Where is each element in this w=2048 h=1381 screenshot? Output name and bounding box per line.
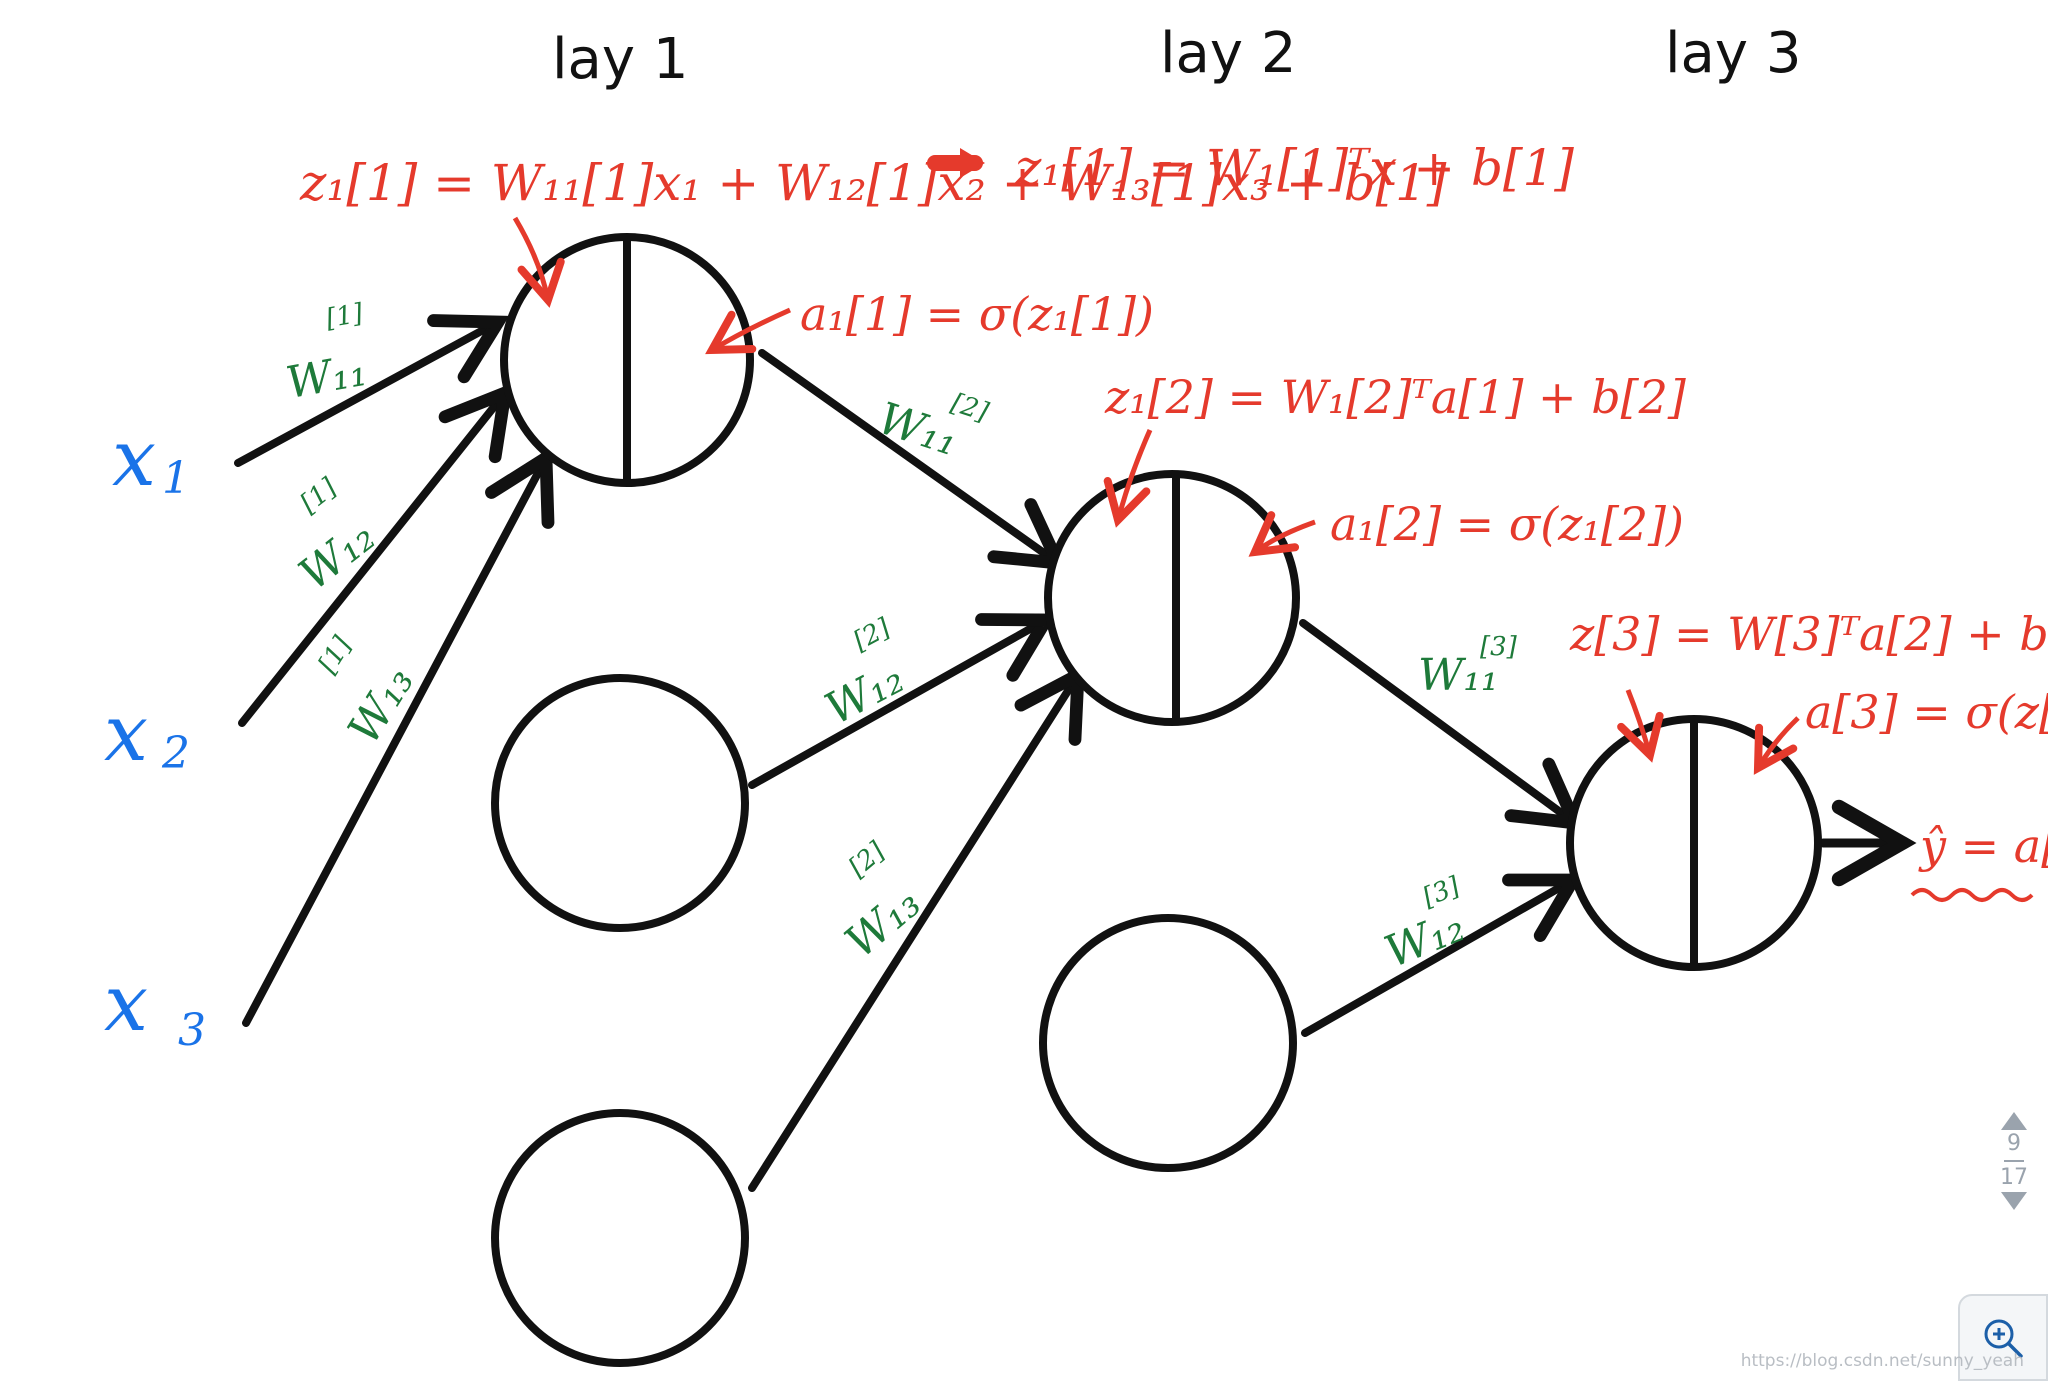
input-x1-subscript: 1	[162, 453, 190, 504]
equation-z-layer3: z[3] = W[3]ᵀa[2] + b[3]	[1569, 607, 2048, 661]
equation-a1-layer1: a₁[1] = σ(z₁[1])	[800, 287, 1154, 341]
edge-x3-n11	[242, 446, 555, 1027]
triangle-down-icon[interactable]	[2001, 1192, 2027, 1210]
weight-w12-l2-sup: [2]	[849, 613, 896, 657]
pointer-z-layer3	[1617, 689, 1664, 763]
input-x3-subscript: 3	[178, 1005, 206, 1056]
input-x2-subscript: 2	[161, 728, 190, 779]
edge-n22-n31	[1301, 873, 1585, 1037]
weight-w12-l1: W₁₂ [1]	[290, 472, 385, 601]
neuron-l2-n2	[1039, 914, 1297, 1172]
equation-z1-layer1-expanded: z₁[1] = W₁₁[1]x₁ + W₁₂[1]x₂ + W₁₃[1]x₃ +…	[299, 154, 1447, 212]
page-indicator: 9 17	[1990, 1112, 2038, 1210]
weight-w13-l2: W₁₃ [2]	[836, 836, 930, 968]
equation-z1-layer1-vector: z₁[1] = W₁[1]ᵀx + b[1]	[1014, 139, 1574, 197]
edge-n12-n21	[748, 613, 1058, 789]
layer-1-title: lay 1	[552, 27, 688, 92]
neuron-l1-n3	[491, 1109, 749, 1367]
zoom-button[interactable]	[1958, 1294, 2048, 1381]
input-x1-symbol: x	[112, 414, 156, 504]
input-x3: x 3	[104, 959, 206, 1056]
weight-w12-l3-text: W₁₂	[1378, 901, 1472, 978]
weight-w11-l3: W₁₁ [3]	[1418, 632, 1518, 701]
pointer-a-layer3	[1753, 716, 1800, 775]
current-page-number: 9	[2007, 1131, 2021, 1156]
zoom-in-icon	[1984, 1319, 2023, 1358]
total-page-number: 17	[2000, 1165, 2028, 1190]
weight-w13-l2-text: W₁₃	[836, 877, 930, 968]
weight-w12-l1-sup: [1]	[295, 472, 343, 519]
layer-3-title: lay 3	[1665, 21, 1801, 86]
weight-w11-l1: W₁₁ [1]	[282, 298, 370, 409]
weight-w11-l2: W₁₁ [2]	[872, 388, 993, 466]
pointer-z1-layer2	[1103, 428, 1153, 528]
input-x3-symbol: x	[104, 959, 148, 1049]
equation-a-layer3: a[3] = σ(z[3])	[1805, 685, 2048, 739]
equation-output: ŷ = a[3]	[1918, 819, 2048, 873]
weight-w12-l3: W₁₂ [3]	[1378, 871, 1472, 978]
edge-x1-n11	[234, 314, 510, 467]
equation-a1-layer2: a₁[2] = σ(z₁[2])	[1330, 497, 1684, 551]
weight-w13-l1: W₁₃ [1]	[313, 631, 424, 753]
weight-w13-l1-sup: [1]	[313, 631, 358, 679]
input-x2-symbol: x	[104, 689, 148, 779]
weight-w11-l3-text: W₁₁	[1418, 650, 1499, 701]
weight-w12-l3-sup: [3]	[1419, 871, 1465, 913]
watermark: https://blog.csdn.net/sunny_yeah	[1740, 1351, 2024, 1371]
layer-2-title: lay 2	[1160, 21, 1296, 86]
neuron-l1-n2	[491, 674, 749, 932]
pointer-z1-layer1	[512, 216, 565, 308]
edge-n11-n21	[758, 349, 1069, 571]
weight-w12-l2: W₁₂ [2]	[817, 613, 912, 736]
edge-x2-n11	[238, 382, 514, 727]
input-x2: x 2	[104, 689, 190, 779]
input-x1: x 1	[112, 414, 190, 504]
weight-w13-l2-sup: [2]	[843, 836, 891, 883]
weight-w11-l3-sup: [3]	[1480, 632, 1518, 662]
edge-n13-n21	[748, 664, 1085, 1192]
output-underline	[1910, 888, 2034, 902]
weight-w11-l1-sup: [1]	[324, 298, 366, 334]
equation-z1-layer2: z₁[2] = W₁[2]ᵀa[1] + b[2]	[1104, 370, 1686, 424]
page-divider	[2004, 1160, 2024, 1162]
edge-n21-n31	[1299, 619, 1586, 831]
implies-arrow-head	[960, 148, 985, 178]
pointer-a1-layer1	[705, 307, 792, 355]
pointer-a1-layer2	[1248, 511, 1316, 557]
weight-w12-l1-text: W₁₂	[290, 511, 385, 601]
triangle-up-icon[interactable]	[2001, 1112, 2027, 1130]
